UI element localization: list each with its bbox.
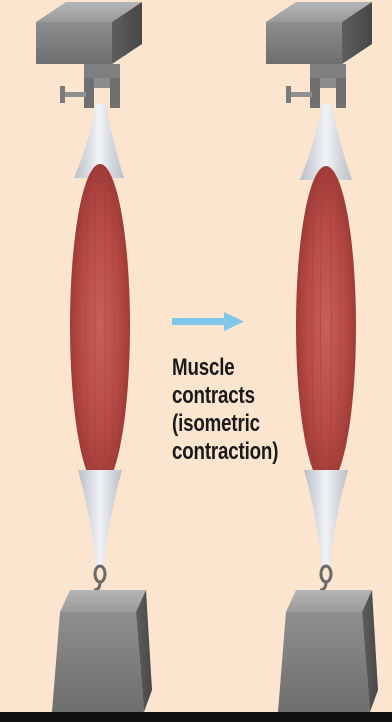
transition-arrow-icon <box>172 312 244 331</box>
right-hook <box>320 566 331 590</box>
left-muscle-belly <box>70 164 130 488</box>
relaxed-muscle-assembly <box>36 2 152 712</box>
left-lower-tendon <box>78 470 122 568</box>
left-weight-block <box>52 590 152 712</box>
right-weight-block <box>278 590 378 712</box>
caption-line: (isometric <box>172 410 297 438</box>
left-clamp <box>60 64 120 108</box>
caption-line: Muscle <box>172 354 297 382</box>
caption-line: contracts <box>172 382 297 410</box>
right-lower-tendon <box>304 470 348 568</box>
left-hook <box>94 566 105 590</box>
muscle-contracts-caption: Muscle contracts (isometric contraction) <box>172 354 297 466</box>
right-muscle-belly <box>296 166 356 486</box>
right-clamp <box>286 64 346 108</box>
bottom-border-bar <box>0 712 392 722</box>
caption-line: contraction) <box>172 438 297 466</box>
left-top-support-block <box>36 2 142 64</box>
right-top-support-block <box>266 2 372 64</box>
